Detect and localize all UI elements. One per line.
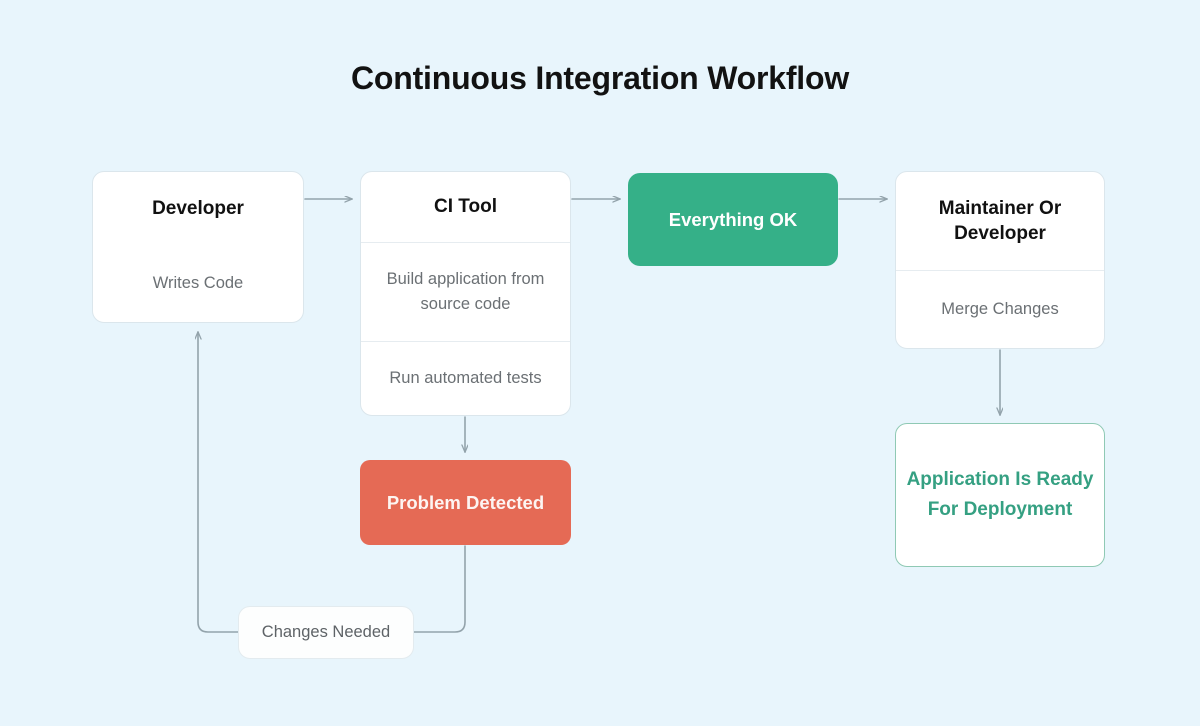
node-maintainer-or-developer[interactable]: Maintainer Or Developer Merge Changes — [895, 171, 1105, 349]
node-ci-tool[interactable]: CI Tool Build application from source co… — [360, 171, 571, 416]
node-problem-detected[interactable]: Problem Detected — [360, 460, 571, 545]
node-application-ready[interactable]: Application Is Ready For Deployment — [895, 423, 1105, 567]
node-everything-ok-label: Everything OK — [668, 208, 798, 230]
node-ci-tool-row-1: Run automated tests — [361, 340, 570, 415]
node-ci-tool-row-0: Build application from source code — [361, 241, 570, 341]
node-everything-ok[interactable]: Everything OK — [628, 173, 838, 266]
edge-label-changes-needed[interactable]: Changes Needed — [238, 606, 414, 659]
node-maintainer-row-0: Merge Changes — [896, 270, 1104, 348]
node-ci-tool-title: CI Tool — [434, 196, 497, 218]
node-maintainer-title: Maintainer Or Developer — [938, 198, 1062, 245]
page-title: Continuous Integration Workflow — [350, 60, 850, 96]
node-application-ready-label: Application Is Ready For Deployment — [906, 468, 1094, 520]
node-developer[interactable]: Developer Writes Code — [92, 171, 304, 323]
node-developer-row-0: Writes Code — [152, 274, 244, 293]
node-developer-title: Developer — [152, 198, 244, 220]
edge-label-changes-needed-text: Changes Needed — [261, 623, 391, 641]
node-problem-detected-label: Problem Detected — [386, 491, 545, 513]
